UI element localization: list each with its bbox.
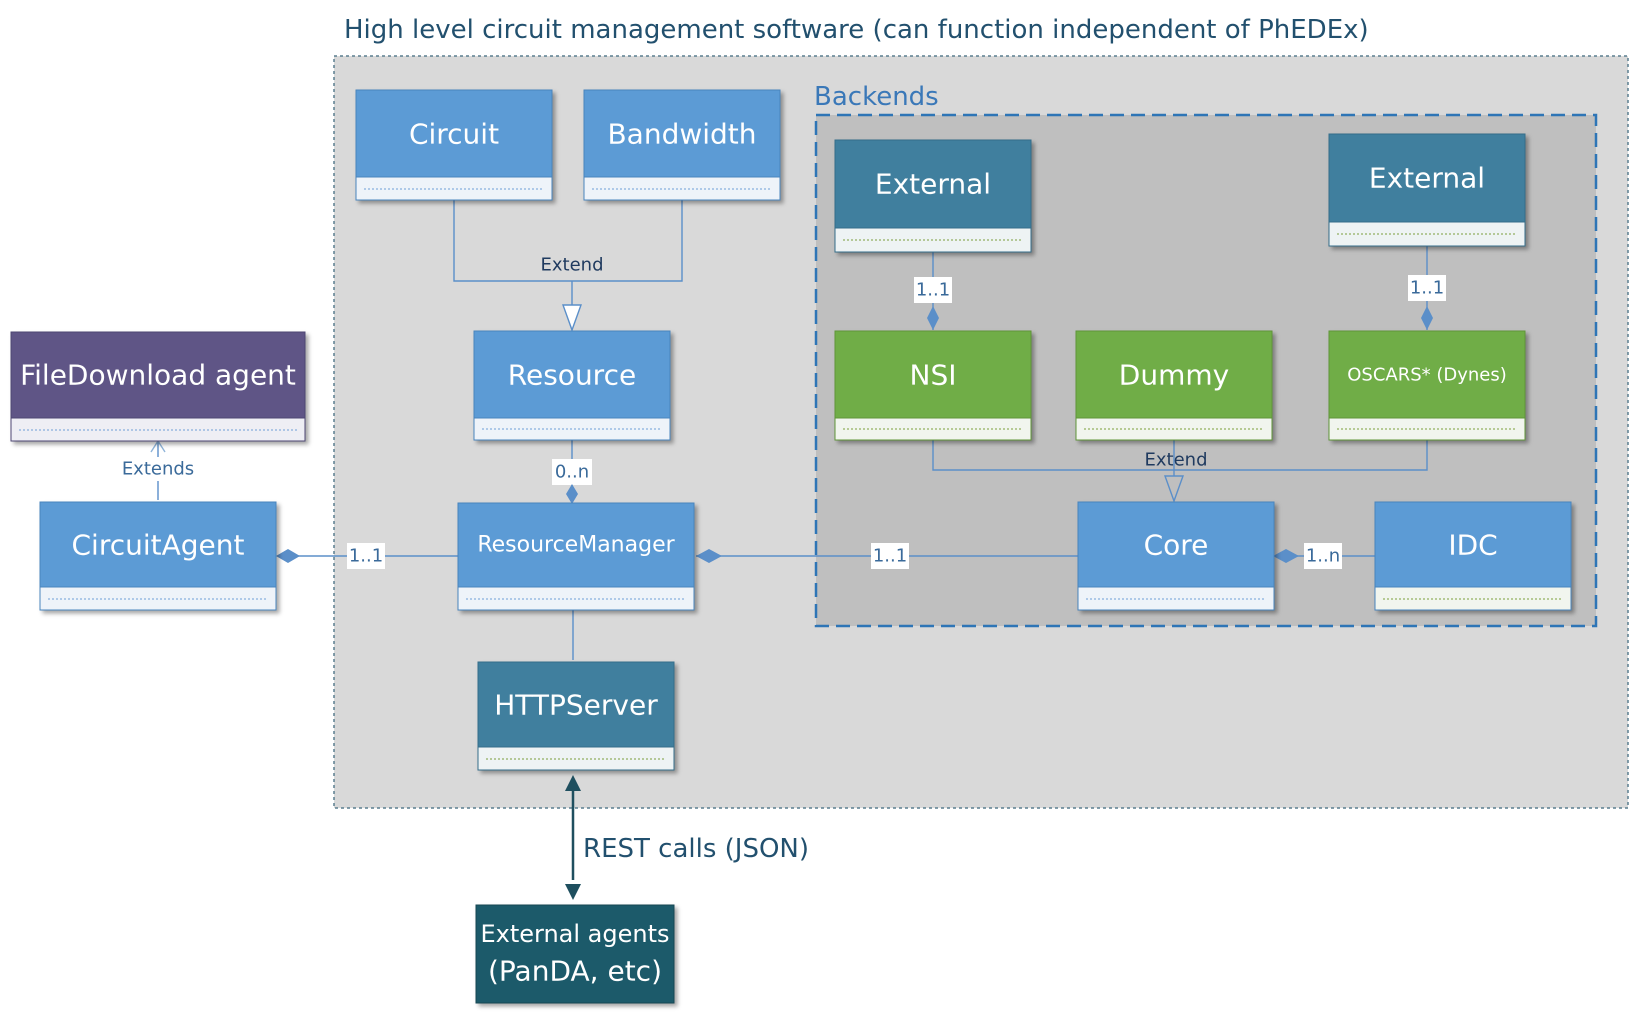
mult-agent-to-manager: 1..1 [349,546,383,567]
circuit-agent-box[interactable] [39,501,277,611]
aggregation-diamond-agent [276,549,300,563]
aggregation-diamond-oscars [1421,306,1433,330]
extend-arrow-backends [1164,475,1184,504]
file-download-agent-box[interactable] [10,331,306,442]
circuit-box[interactable] [355,89,553,201]
bandwidth-box[interactable] [583,89,781,201]
aggregation-diamond-nsi [927,306,939,330]
mult-manager-to-core: 1..1 [873,546,907,567]
mult-external-to-oscars: 1..1 [1410,278,1444,299]
extends-agent-label: Extends [122,459,194,480]
extends-agent-bg [118,457,198,481]
frame-title: High level circuit management software (… [344,15,1369,45]
external-left-box[interactable] [834,139,1032,253]
rest-arrow-up [565,775,581,791]
circuit-title: Circuit [409,118,499,151]
oscars-title: OSCARS* (Dynes) [1347,365,1507,386]
dummy-title: Dummy [1119,359,1229,392]
mult-bg-idc [1304,543,1342,569]
extend-label-top: Extend [541,255,604,276]
mult-bg-core [871,543,909,569]
file-download-agent-title: FileDownload agent [20,359,296,392]
oscars-box[interactable] [1328,330,1526,441]
bandwidth-title: Bandwidth [607,118,756,151]
mult-bg-agent [347,543,385,569]
core-title: Core [1144,529,1209,562]
external-right-title: External [1369,162,1485,195]
extend-label-backends: Extend [1145,450,1208,471]
extend-connector-backends [932,440,1428,471]
idc-box[interactable] [1374,501,1572,611]
core-box[interactable] [1077,501,1275,611]
mult-core-to-idc: 1..n [1306,546,1340,567]
resource-manager-title: ResourceManager [477,533,675,558]
external-agents-line2: (PanDA, etc) [488,955,662,988]
external-agents-box[interactable] [475,904,675,1004]
nsi-title: NSI [910,359,957,392]
backends-label: Backends [814,82,939,112]
resource-box[interactable] [473,330,671,441]
nsi-box[interactable] [834,330,1032,441]
extend-connector-top [453,200,683,282]
aggregation-diamond-core [1273,549,1299,563]
aggregation-diamond-manager [696,549,722,563]
external-right-box[interactable] [1328,133,1526,247]
rest-calls-label: REST calls (JSON) [583,834,809,864]
http-server-box[interactable] [477,661,675,771]
resource-title: Resource [508,359,636,392]
dummy-box[interactable] [1075,330,1273,441]
mult-external-to-nsi: 1..1 [916,280,950,301]
mult-resource-to-manager: 0..n [555,462,589,483]
idc-title: IDC [1448,529,1497,562]
rest-arrow-down [565,884,581,900]
mult-bg-nsi [914,277,952,303]
external-agents-line1: External agents [480,920,669,948]
http-server-title: HTTPServer [494,689,658,722]
aggregation-diamond-resource [566,484,578,504]
circuit-agent-title: CircuitAgent [71,529,244,562]
extend-arrow-top [562,304,582,333]
external-left-title: External [875,168,991,201]
resource-manager-box[interactable] [457,502,695,611]
mult-bg-0n [552,459,592,485]
mult-bg-oscars [1408,275,1446,301]
